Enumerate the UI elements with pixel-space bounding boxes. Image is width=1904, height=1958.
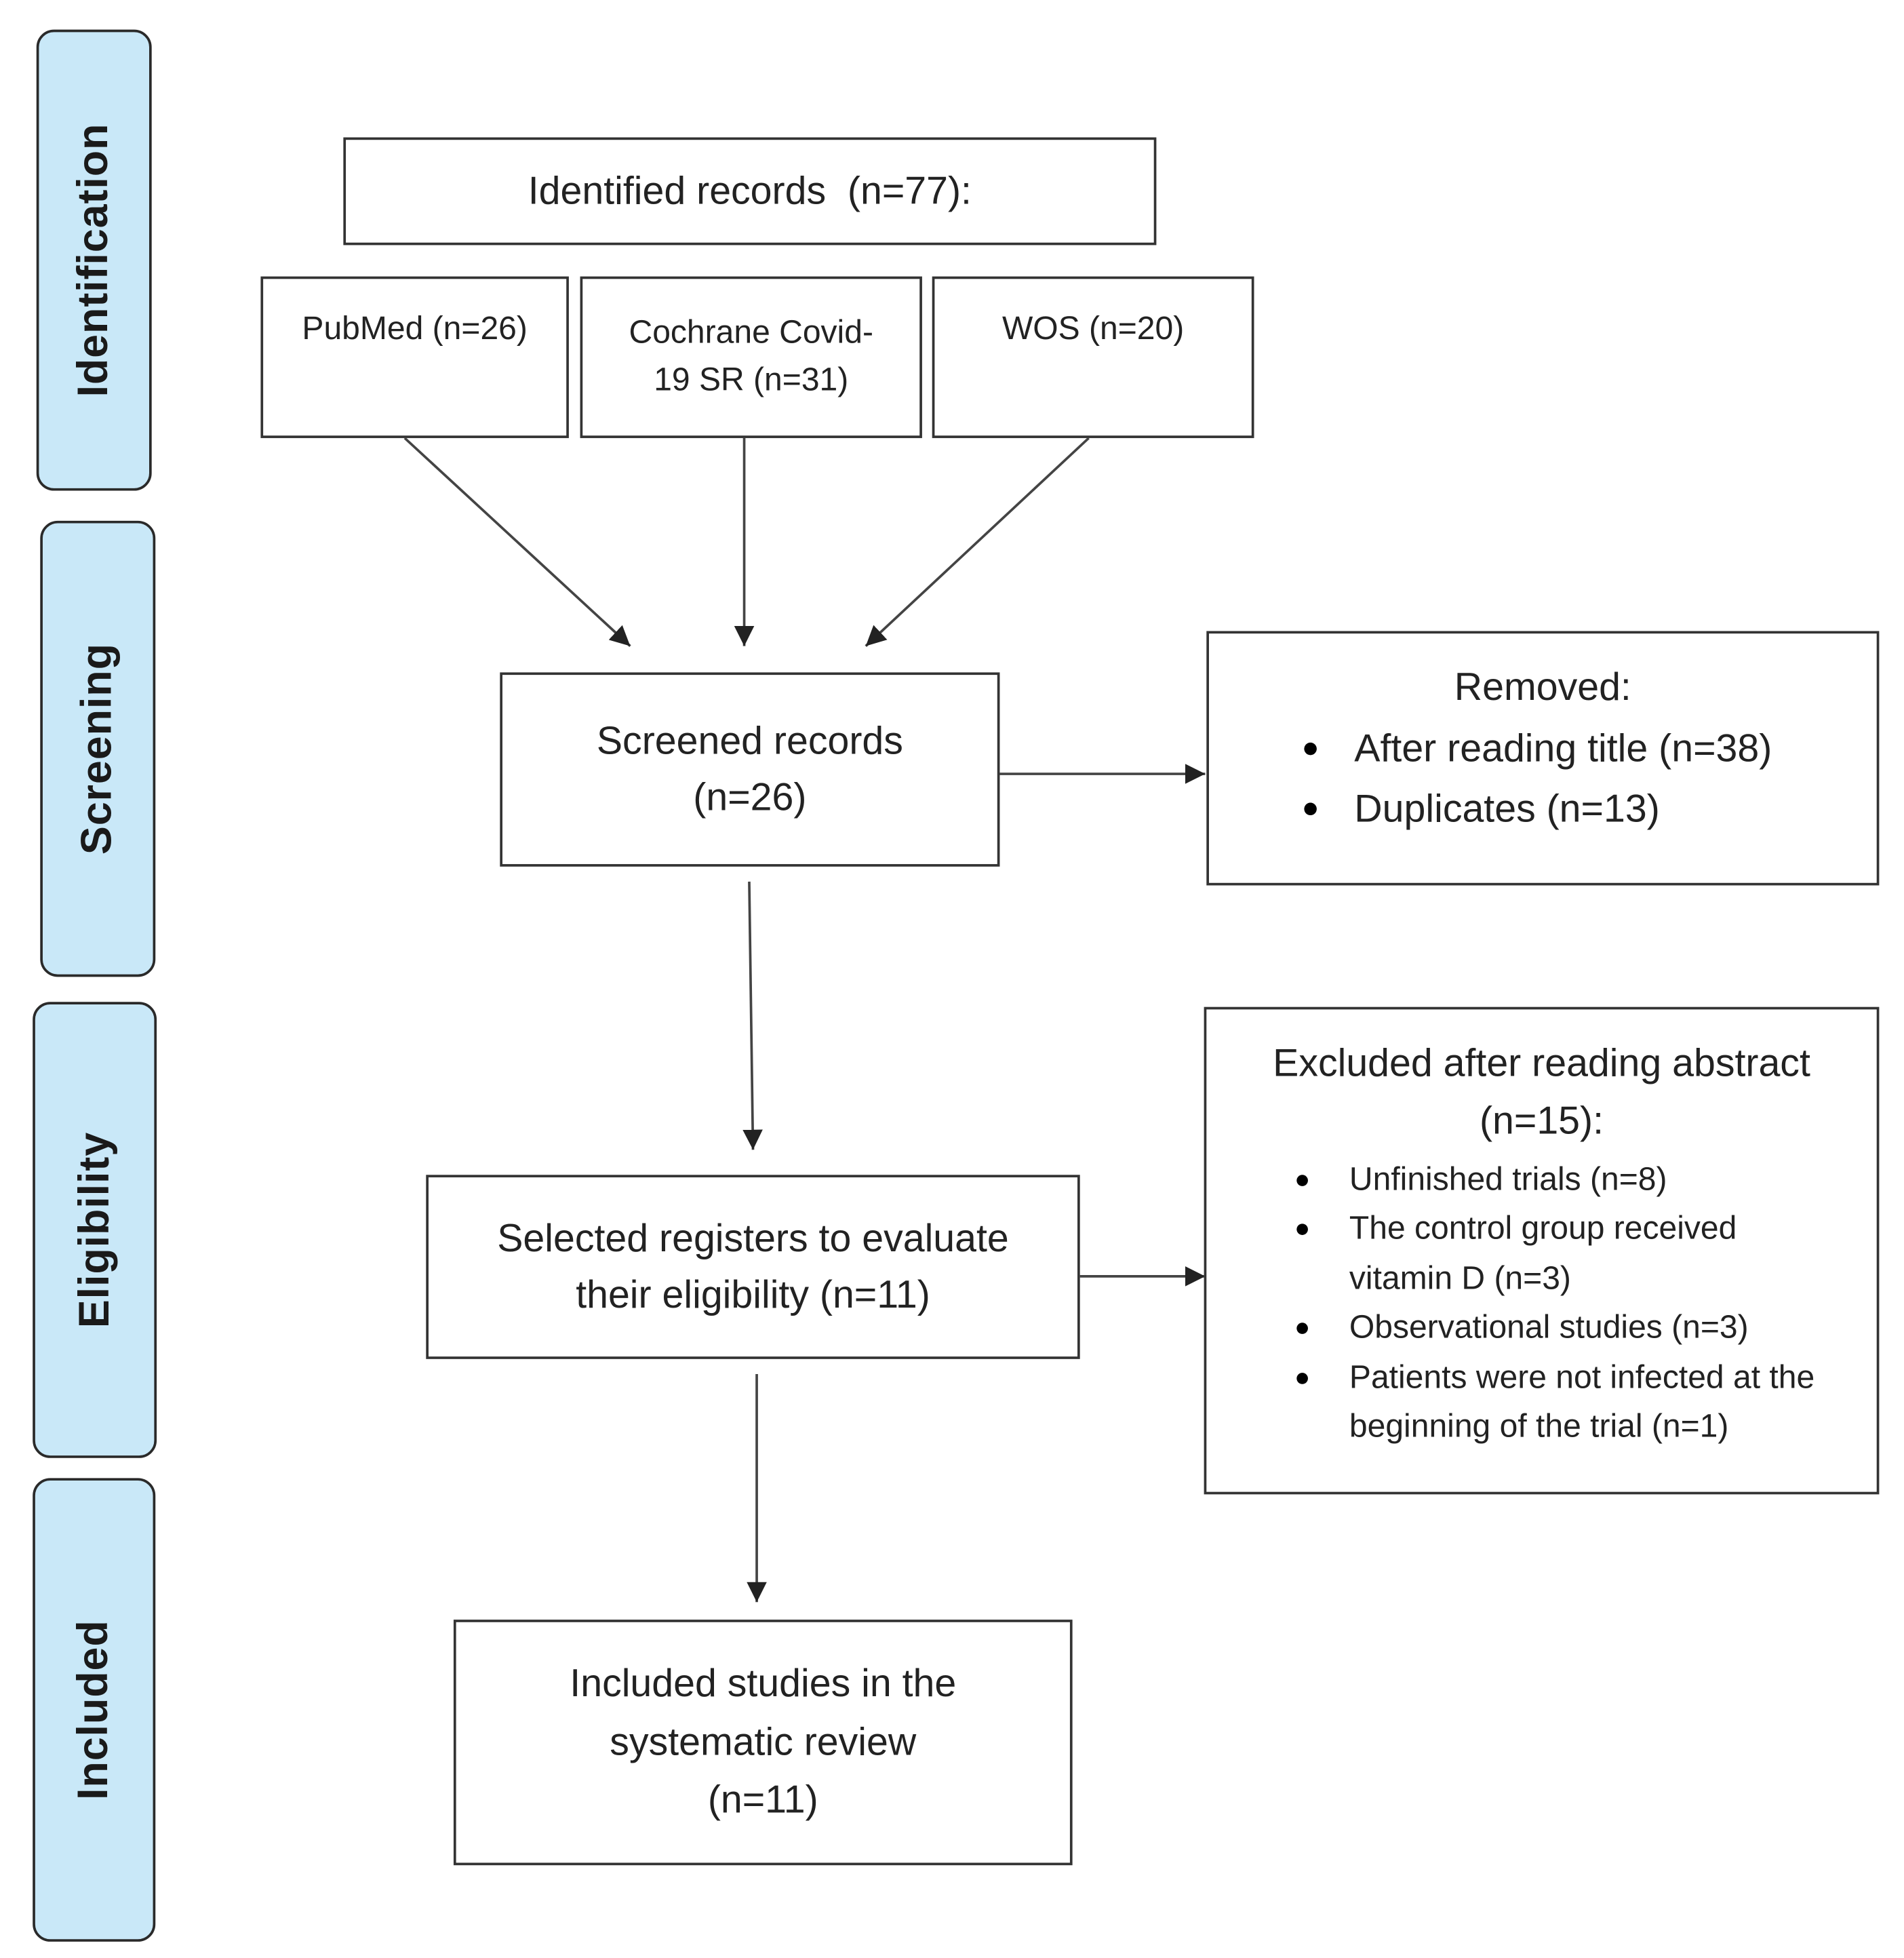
excluded-item-not-infected: Patients were not infected at the beginn… [1296,1352,1877,1451]
screened-records-box: Screened records (n=26) [500,672,1000,867]
cochrane-label-line2: 19 SR (n=31) [654,359,849,398]
selected-registers-box: Selected registers to evaluate their eli… [426,1175,1080,1359]
identified-records-box: Identified records (n=77): [343,137,1157,246]
excluded-title-line1: Excluded after reading abstract [1273,1040,1810,1085]
excluded-title-line2: (n=15): [1479,1098,1604,1142]
excluded-box: Excluded after reading abstract (n=15): … [1204,1006,1880,1495]
arrow-pubmed-to-screened [403,437,631,647]
phase-identification: Identification [36,29,152,491]
excluded-list: Unfinished trials (n=8) The control grou… [1206,1154,1876,1451]
pubmed-label: PubMed (n=26) [302,309,528,347]
screened-records-line2: (n=26) [693,774,807,819]
included-studies-line1: Included studies in the [570,1661,957,1706]
wos-box: WOS (n=20) [932,276,1254,438]
phase-included: Included [33,1478,156,1942]
screened-records-line1: Screened records [596,718,903,762]
included-studies-line3: (n=11) [707,1778,818,1822]
phase-eligibility: Eligibility [33,1002,157,1458]
included-studies-line2: systematic review [610,1719,917,1764]
excluded-item-unfinished: Unfinished trials (n=8) [1296,1154,1877,1204]
excluded-item-observational: Observational studies (n=3) [1296,1303,1877,1352]
cochrane-box: Cochrane Covid- 19 SR (n=31) [580,276,922,438]
selected-registers-line1: Selected registers to evaluate [497,1215,1009,1260]
removed-item-duplicates: Duplicates (n=13) [1304,779,1876,839]
wos-label: WOS (n=20) [1001,309,1185,347]
pubmed-box: PubMed (n=26) [260,276,569,438]
removed-title: Removed: [1454,665,1631,709]
removed-box: Removed: After reading title (n=38) Dupl… [1206,631,1880,886]
arrow-wos-to-screened [865,437,1090,647]
selected-registers-line2: their eligibility (n=11) [576,1272,930,1316]
excluded-item-control-group: The control group received vitamin D (n=… [1296,1204,1877,1303]
identified-records-title: Identified records (n=77): [528,168,972,213]
removed-item-title: After reading title (n=38) [1304,718,1876,779]
removed-list: After reading title (n=38) Duplicates (n… [1209,718,1877,839]
phase-screening: Screening [40,520,156,977]
cochrane-label-line1: Cochrane Covid- [629,313,873,351]
included-studies-box: Included studies in the systematic revie… [453,1620,1073,1866]
arrow-screened-to-selected [742,881,763,1150]
